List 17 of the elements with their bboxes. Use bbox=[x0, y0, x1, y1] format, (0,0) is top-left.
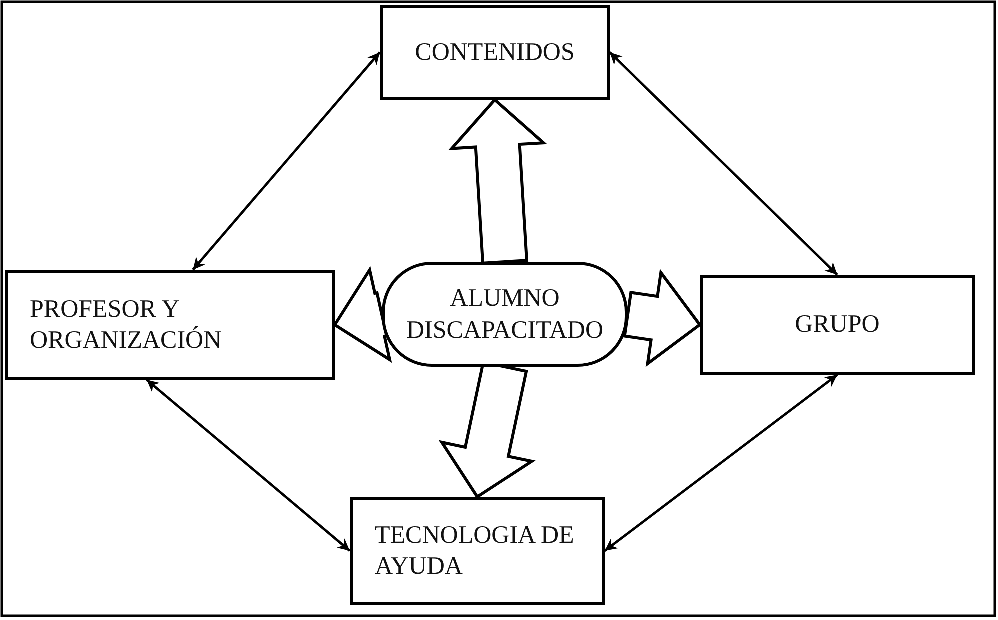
node-label: GRUPO bbox=[795, 310, 880, 340]
process-box bbox=[5, 270, 335, 380]
process-box bbox=[700, 275, 975, 375]
node-label: TECNOLOGIA DE AYUDA bbox=[375, 520, 576, 582]
block-arrow bbox=[332, 266, 392, 364]
node-label: CONTENIDOS bbox=[415, 38, 575, 68]
node-label: ALUMNO DISCAPACITADO bbox=[405, 284, 605, 346]
arrow bbox=[609, 52, 838, 276]
rounded-box bbox=[382, 262, 628, 367]
arrow bbox=[192, 52, 381, 271]
process-box bbox=[350, 497, 605, 605]
block-arrow bbox=[623, 269, 702, 368]
node-label: PROFESOR Y ORGANIZACIÓN bbox=[30, 294, 223, 356]
process-box bbox=[380, 5, 610, 100]
block-arrow bbox=[448, 98, 548, 265]
arrow bbox=[604, 374, 838, 552]
arrow bbox=[146, 379, 351, 552]
